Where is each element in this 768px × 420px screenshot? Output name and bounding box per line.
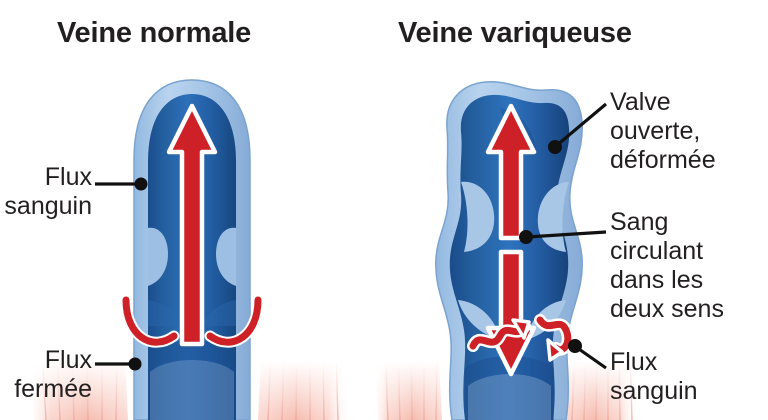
panel-title-varicose: Veine variqueuse xyxy=(398,17,632,49)
muscle-tissue-normal-right xyxy=(258,70,348,420)
muscle-tissue-normal-left xyxy=(28,70,128,420)
label-sang-circulant-deux-sens: Sang circulant dans les deux sens xyxy=(610,208,724,323)
valve-cusp-right-upper xyxy=(216,227,236,286)
leader-line-sang-circulant xyxy=(526,230,607,239)
leader-dot-flux-sanguin-normal xyxy=(134,177,148,191)
leader-lines xyxy=(95,102,608,371)
panel-title-normal: Veine normale xyxy=(57,17,252,49)
arrow-up-icon xyxy=(166,103,218,347)
label-flux-sanguin-normal: Flux sanguin xyxy=(4,163,92,220)
turbulent-flow-left-icon xyxy=(467,318,531,352)
label-valve-ouverte-deformee: Valve ouverte, déformée xyxy=(610,88,716,174)
muscle-tissue-varicose-left xyxy=(372,70,442,420)
label-flux-sanguin-varicose: Flux sanguin xyxy=(610,348,698,405)
label-valve-fermee: Flux fermée xyxy=(14,346,92,403)
leader-dot-valve-ouverte xyxy=(548,140,562,154)
valve-closed-icon xyxy=(120,294,264,348)
leader-dot-valve-fermee xyxy=(128,357,142,371)
turbulent-flow-right-icon xyxy=(534,314,574,362)
valve-cusp-left-upper xyxy=(148,227,168,286)
leader-dot-sang-circulant xyxy=(519,230,533,244)
leader-line-valve-ouverte xyxy=(554,102,608,148)
valve-open-left-cusp xyxy=(461,181,495,252)
leader-dot-flux-sanguin-varicose xyxy=(568,339,582,353)
arrow-up-icon-varicose xyxy=(485,103,537,241)
leader-line-flux-sanguin-varicose xyxy=(575,345,607,370)
muscle-tissue-varicose-right xyxy=(562,70,636,420)
